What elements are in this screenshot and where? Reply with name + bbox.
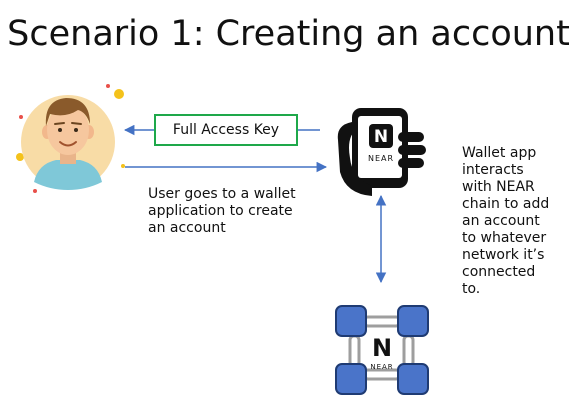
phone-logo-mark: N [374, 127, 388, 147]
confetti-dot [106, 84, 110, 88]
phone-in-hand-icon: N NEAR [337, 108, 426, 196]
wallet-caption: Wallet app interacts with NEAR chain to … [462, 145, 572, 298]
user-caption-line: an account [148, 220, 226, 236]
wallet-caption-line: network it’s [462, 247, 545, 263]
wallet-caption-line: an account [462, 213, 540, 229]
wallet-caption-line: interacts [462, 162, 524, 178]
near-logo-icon: N NEAR [368, 124, 394, 163]
user-caption: User goes to a wallet application to cre… [148, 186, 318, 237]
wallet-caption-line: to. [462, 281, 481, 297]
full-access-key-box: Full Access Key [154, 114, 298, 146]
user-caption-line: application to create [148, 203, 293, 219]
chain-block [335, 363, 367, 395]
chain-block [397, 363, 429, 395]
confetti-dot [33, 189, 37, 193]
chain-block [335, 305, 367, 337]
wallet-caption-line: to whatever [462, 230, 547, 246]
wallet-caption-line: with NEAR [462, 179, 535, 195]
confetti-dot [19, 115, 23, 119]
chain-logo-wordmark: NEAR [370, 363, 393, 371]
chain-logo-mark: N [372, 334, 392, 362]
confetti-dot [121, 164, 125, 168]
wallet-caption-line: connected [462, 264, 536, 280]
confetti-dot [16, 153, 24, 161]
wallet-caption-line: chain to add [462, 196, 550, 212]
wallet-caption-line: Wallet app [462, 145, 537, 161]
blockchain-network-icon: N NEAR [335, 305, 429, 395]
chain-block [397, 305, 429, 337]
confetti-dot [114, 89, 124, 99]
phone-logo-wordmark: NEAR [368, 154, 394, 163]
page-title: Scenario 1: Creating an account [7, 14, 570, 54]
user-caption-line: User goes to a wallet [148, 186, 296, 202]
user-avatar-icon [16, 84, 125, 193]
